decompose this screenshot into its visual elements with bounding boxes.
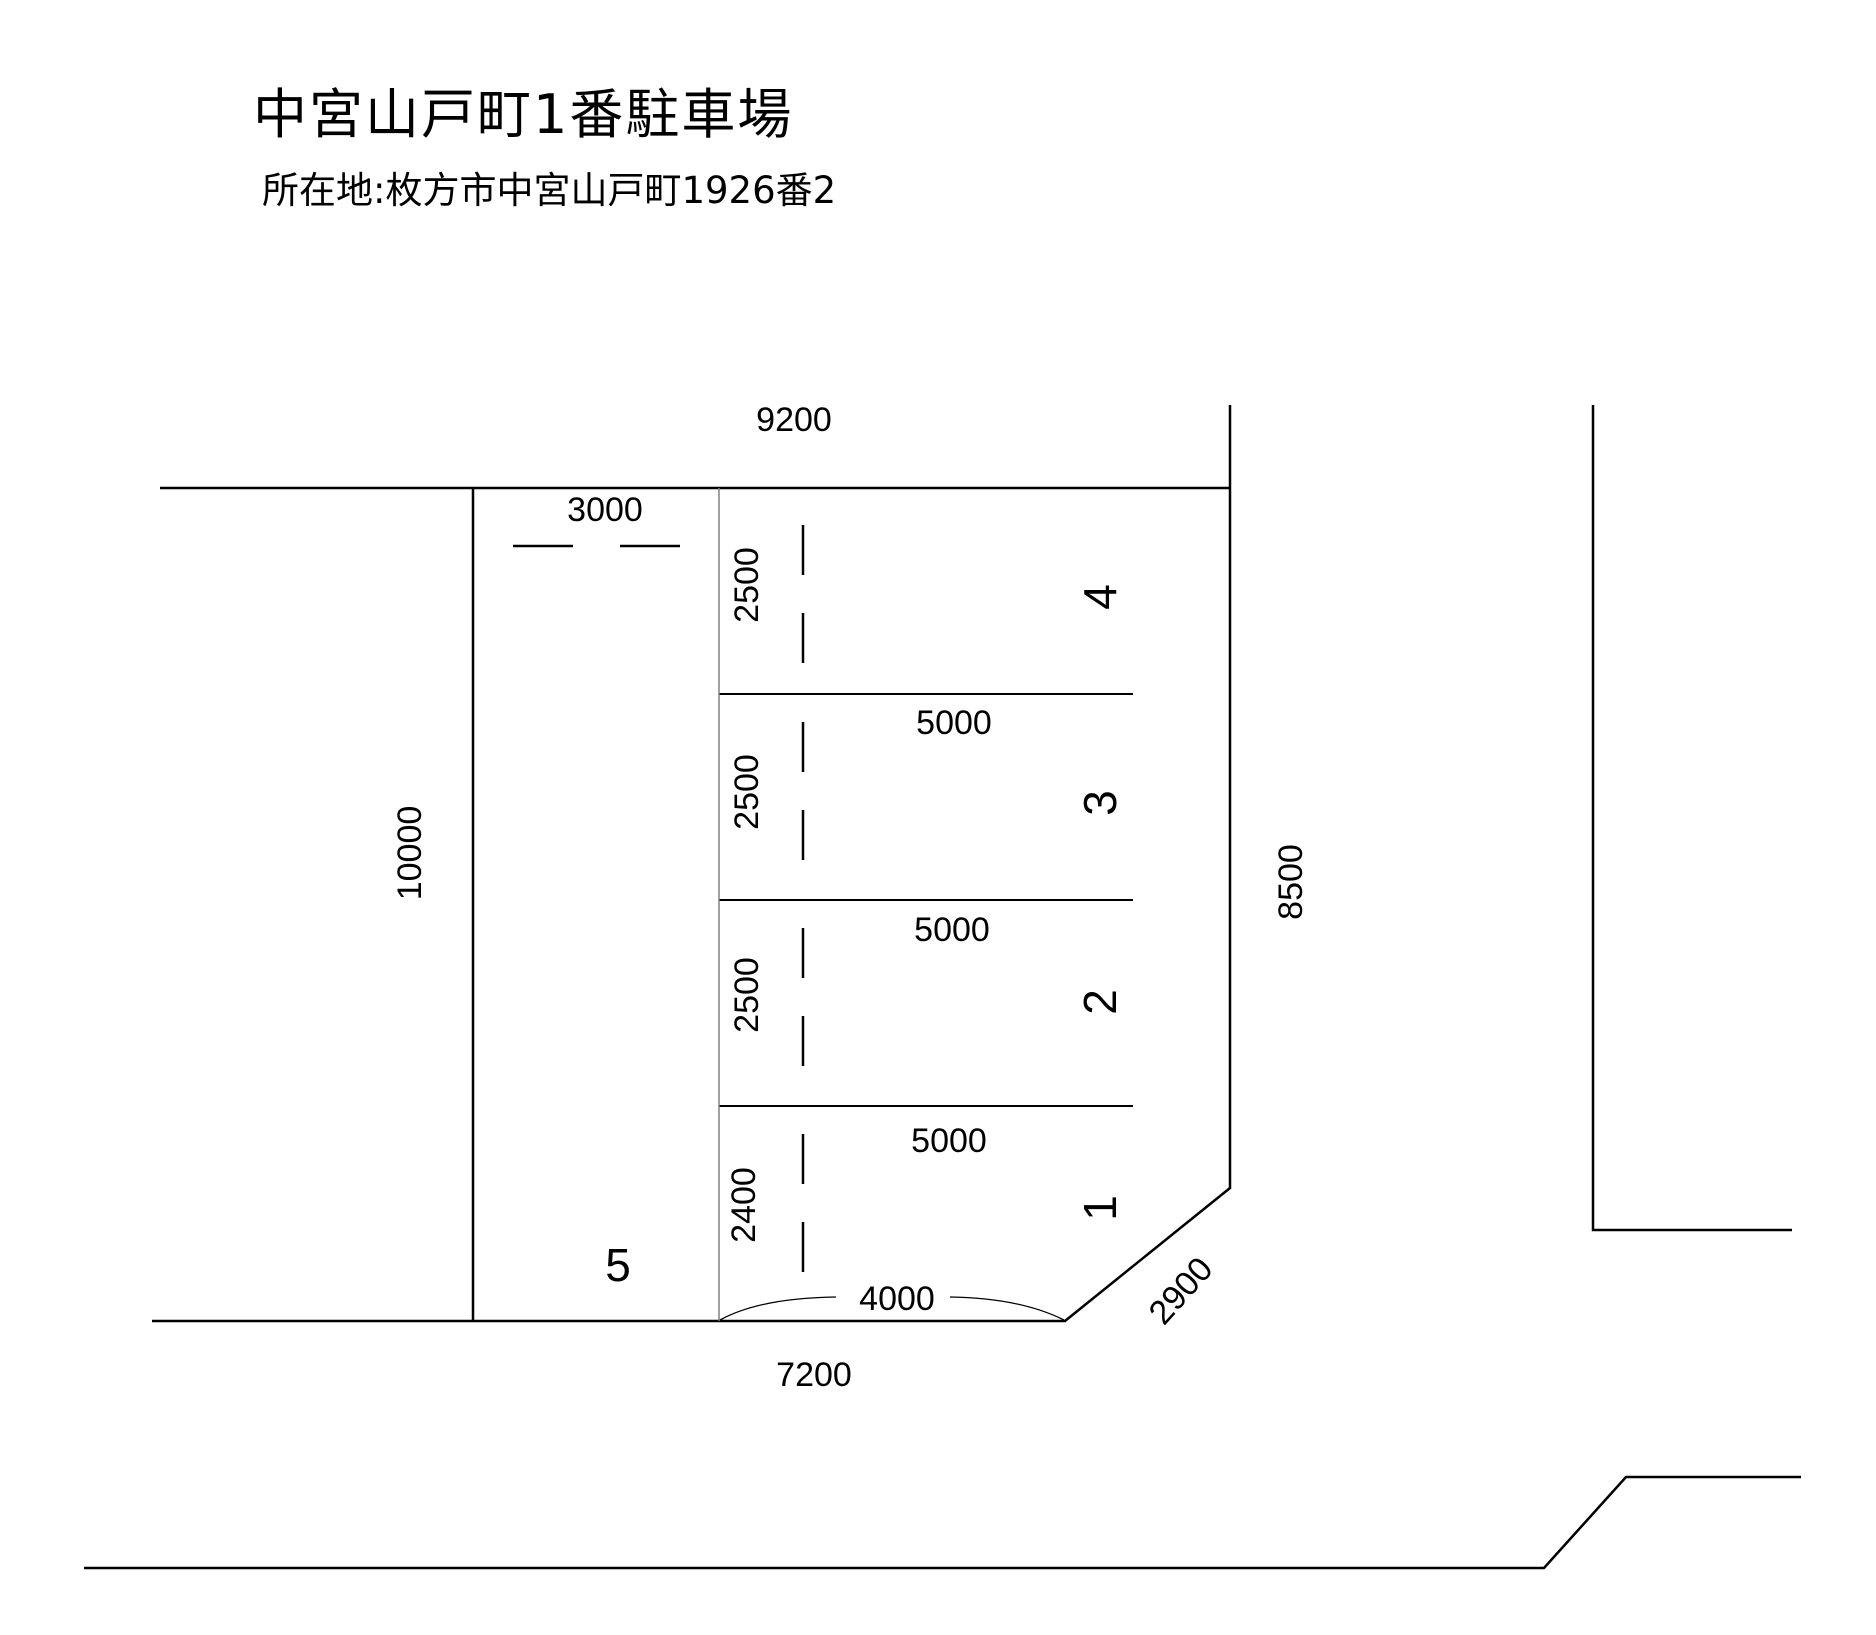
dim-slot3-length: 5000: [916, 704, 992, 742]
dim-bottom-opening: 4000: [859, 1280, 935, 1318]
slot-number-5: 5: [605, 1239, 631, 1291]
chamfer-line: [1064, 1187, 1231, 1322]
dim-aisle-width: 3000: [567, 491, 643, 529]
slot-number-1: 1: [1074, 1195, 1126, 1221]
slot-number-3: 3: [1074, 790, 1126, 816]
page-title: 中宮山戸町1番駐車場: [253, 83, 794, 146]
dim-right-depth: 8500: [1272, 844, 1310, 920]
dim-slot4-width: 2500: [728, 547, 766, 623]
dim-slot3-width: 2500: [728, 754, 766, 830]
slot-number-4: 4: [1074, 584, 1126, 610]
neighbor-boundary-line: [1591, 405, 1792, 1232]
dim-slot2-length: 5000: [914, 911, 990, 949]
dim-left-depth: 10000: [391, 805, 429, 901]
dim-slot1-length: 5000: [911, 1122, 987, 1160]
opening-arc-right: [949, 1296, 1065, 1321]
dim-bottom-total: 7200: [776, 1356, 852, 1394]
dim-slot2-width: 2500: [728, 957, 766, 1033]
opening-arc-left: [719, 1296, 837, 1321]
road-edge-line: [84, 1475, 1801, 1570]
dim-slot1-width: 2400: [725, 1167, 763, 1243]
dim-top-total: 9200: [756, 401, 832, 439]
slot-number-2: 2: [1074, 989, 1126, 1015]
address-text: 所在地:枚方市中宮山戸町1926番2: [262, 169, 837, 212]
